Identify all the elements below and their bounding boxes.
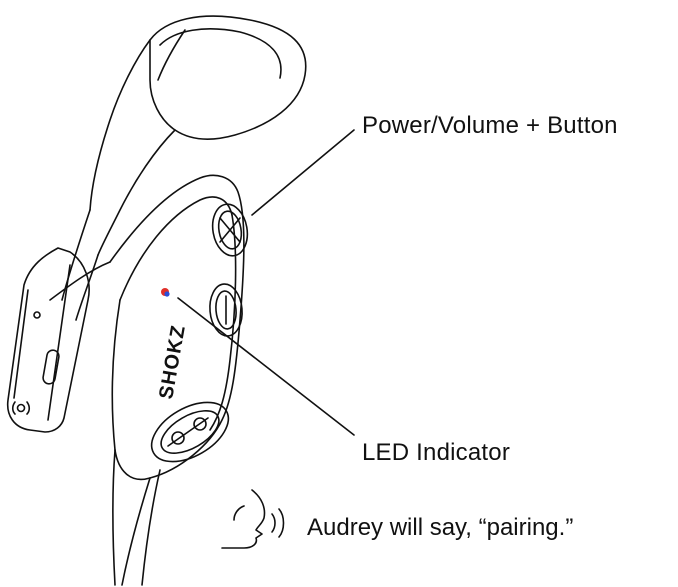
plus-button-icon: [211, 203, 249, 257]
power-callout-line: [251, 129, 355, 216]
mic-sound-icon: [11, 401, 31, 415]
headband-lower: [111, 449, 161, 586]
control-module: [109, 174, 245, 481]
minus-button-icon: [209, 283, 243, 337]
ear-hook-icon: [89, 15, 307, 256]
microphone-boom-icon: [6, 247, 90, 433]
headband: [49, 209, 111, 321]
power-volume-button-label: Power/Volume + Button: [362, 112, 618, 139]
voice-prompt-text: Audrey will say, “pairing.”: [307, 514, 574, 541]
svg-text:SHOKZ: SHOKZ: [155, 323, 190, 401]
led-indicator-label: LED Indicator: [362, 439, 511, 466]
multifunction-button: [150, 401, 230, 463]
brand-logo: SHOKZ: [155, 323, 190, 401]
led-callout-line: [177, 297, 355, 436]
led-dot-icon: [161, 288, 170, 297]
speaking-head-icon: [221, 489, 285, 549]
